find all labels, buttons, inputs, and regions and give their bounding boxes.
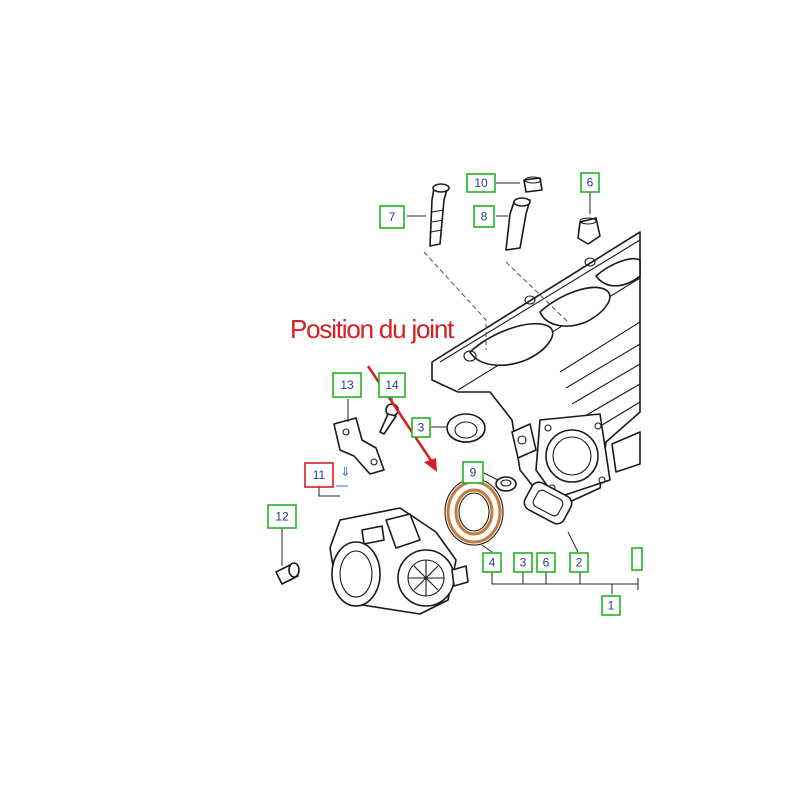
gasket-ring-4 [444,478,504,546]
stud-bolt-7 [429,183,450,247]
callout-4: 4 [482,552,502,573]
callout-13: 13 [332,372,362,398]
callout-12: 12 [267,504,297,529]
svg-text:11: 11 [313,468,326,482]
caption-position-du-joint: Position du joint [290,314,455,344]
callout-14: 14 [378,372,406,398]
callout-8: 8 [473,205,495,228]
callout-7: 7 [379,205,405,229]
svg-text:3: 3 [418,421,425,435]
callout-6a: 6 [536,552,556,573]
double-down-arrow-icon: ⇓ [340,465,351,480]
gasket-2 [523,481,573,525]
seal-ring-3 [446,413,486,443]
svg-text:1: 1 [608,599,615,613]
throttle-body [329,507,469,615]
svg-text:12: 12 [275,510,289,524]
svg-text:4: 4 [489,556,496,570]
screw-14 [379,403,399,435]
nut-10 [523,176,543,193]
callout-10: 10 [466,173,496,193]
leader-lines [281,182,639,594]
svg-text:9: 9 [470,466,477,480]
callout-1: 1 [601,595,621,616]
svg-text:3: 3 [520,556,527,570]
svg-text:8: 8 [481,210,488,224]
callout-3a: 3 [411,417,431,438]
nut-6-top [577,217,601,245]
stud-7-guide-line [423,251,487,350]
nut-9 [495,476,517,492]
callout-3b: 3 [513,552,533,573]
bracket-13 [333,417,385,475]
callout-6b: 6 [580,172,600,193]
svg-text:10: 10 [474,176,488,190]
callout-labels: 1 2 3 3 4 6 6 7 8 9 10 11 12 13 14 [267,172,621,616]
intake-manifold [431,231,641,511]
svg-text:14: 14 [385,378,399,392]
annotation: Position du joint [290,314,456,472]
stud-bolt-8 [505,197,531,251]
svg-text:13: 13 [340,378,354,392]
svg-text:6: 6 [587,176,594,190]
svg-text:6: 6 [543,556,550,570]
svg-text:7: 7 [389,210,396,224]
stud-8-guide-line [505,261,569,323]
red-arrow-head [424,458,437,472]
callout-11: 11 [304,462,334,488]
callout-2: 2 [569,552,589,573]
svg-text:2: 2 [576,556,583,570]
callout-9: 9 [462,461,484,484]
callout-partial-right-edge [631,547,643,571]
screw-12 [275,562,300,585]
